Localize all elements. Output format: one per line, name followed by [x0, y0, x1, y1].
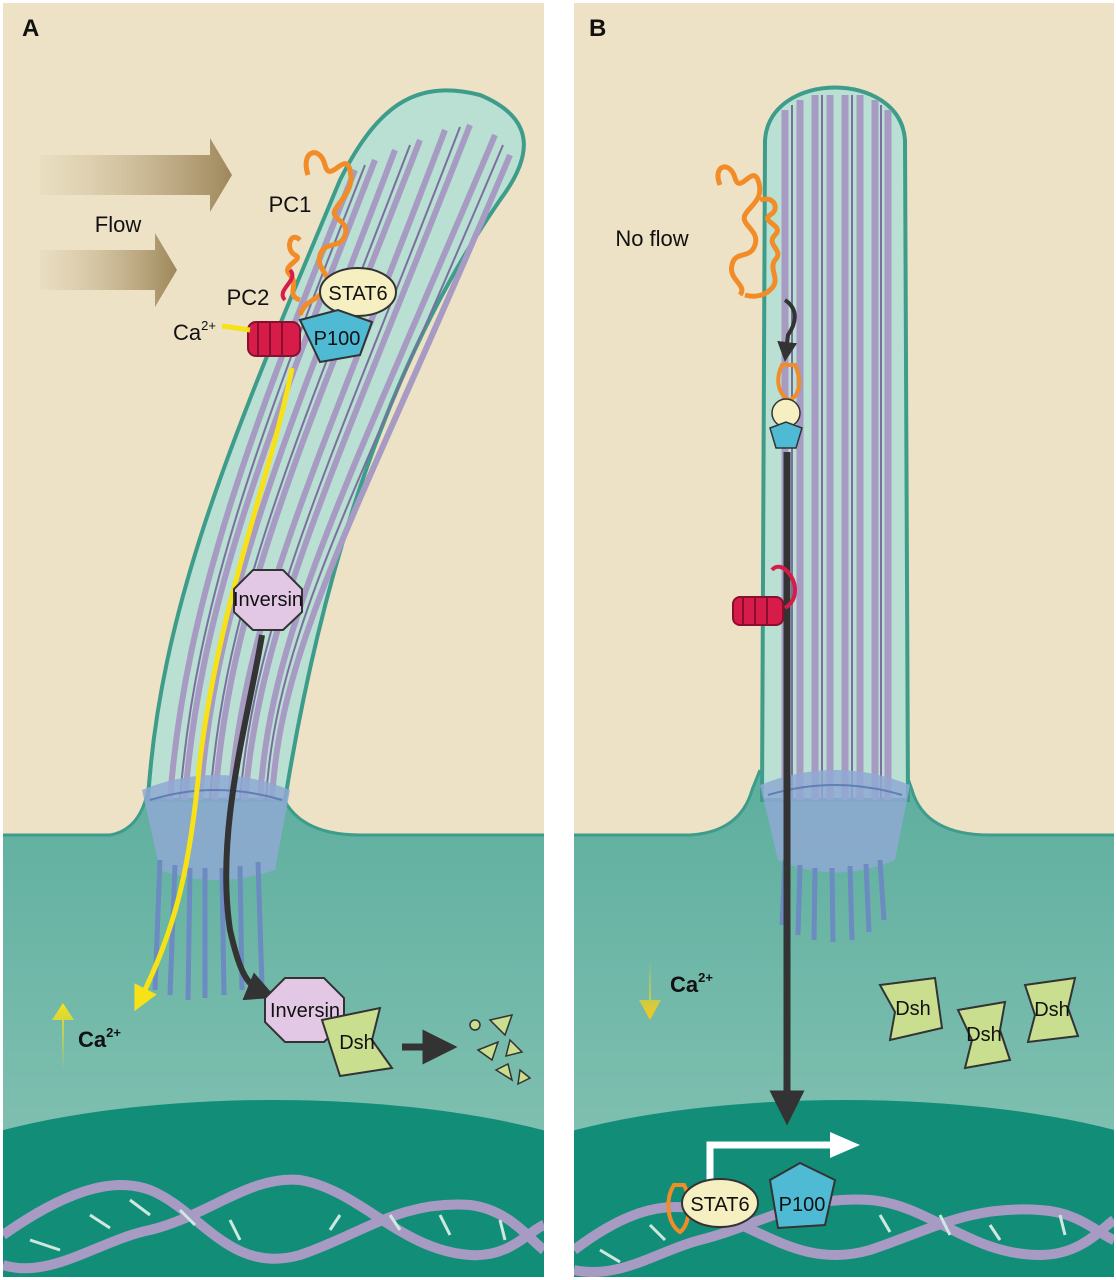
dna-a [3, 1174, 544, 1274]
basal-body-b [760, 770, 910, 943]
dsh-fragments [469, 1013, 532, 1086]
dsh-2-label: Dsh [966, 1024, 1002, 1046]
ca-up-arrow [52, 1003, 74, 1070]
cleavage-arrow [777, 298, 798, 362]
flow-arrows [40, 138, 232, 307]
p100-label-b: P100 [779, 1194, 826, 1216]
p100-small-b [769, 421, 803, 449]
dsh-2-b [956, 1000, 1012, 1070]
microtubules-b [781, 95, 892, 800]
panel-b: No flow Ca2+ Dsh Dsh Dsh [574, 3, 1114, 1277]
dsh-label-a: Dsh [339, 1032, 375, 1054]
inversin-cyto-label: Inversin [270, 1000, 340, 1022]
ca-up-label: Ca2+ [78, 1025, 121, 1052]
dna-b [574, 1194, 1114, 1277]
pc2-channel-a [247, 268, 301, 357]
stat6-b [681, 1178, 759, 1228]
inversin-path-arrow [223, 634, 276, 1001]
panel-a: Flow PC1 STAT6 P100 PC2 Ca2+ Inversin [3, 3, 544, 1277]
calcium-path-a [134, 367, 295, 1012]
p100-b [768, 1161, 837, 1230]
flow-label: Flow [95, 212, 142, 237]
dsh-1-label: Dsh [895, 998, 931, 1020]
stat6-label-b: STAT6 [690, 1194, 749, 1216]
pc2-channel-b [732, 564, 798, 626]
p100-label-a: P100 [314, 328, 361, 350]
dsh-a [320, 1006, 394, 1078]
p100-a [298, 308, 374, 364]
pc2-label: PC2 [227, 285, 270, 310]
dsh-3-b [1023, 976, 1080, 1044]
pc1-protein-b [715, 164, 763, 297]
noflow-label: No flow [615, 226, 688, 251]
dsh-3-label: Dsh [1034, 999, 1070, 1021]
ca-influx-label: Ca2+ [173, 318, 216, 345]
panel-a-letter: A [22, 15, 39, 42]
pc1-label: PC1 [269, 192, 312, 217]
ca-down-label: Ca2+ [670, 970, 713, 997]
microtubules-a [167, 123, 513, 801]
transcription-arrow [706, 1141, 840, 1185]
dsh-1-b [878, 976, 944, 1042]
inversin-cilium [233, 569, 303, 631]
basal-body-a [142, 775, 290, 1001]
stat6-label-a: STAT6 [328, 283, 387, 305]
ca-down-arrow [639, 960, 661, 1020]
inversin-cilium-label: Inversin [233, 589, 303, 611]
panel-b-letter: B [589, 15, 606, 42]
